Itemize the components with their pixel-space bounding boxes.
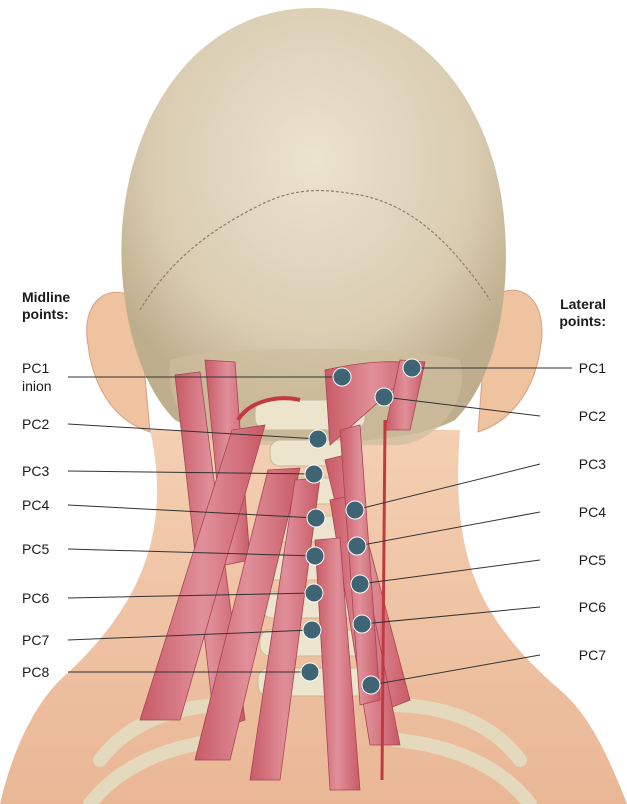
- skull-suture: [139, 189, 491, 311]
- midline-label-pc2: PC2: [22, 416, 50, 432]
- midline-heading: Midline points:: [22, 289, 71, 322]
- lateral-leaders: [354, 367, 572, 686]
- midline-points: [300, 367, 352, 682]
- lateral-label-pc3: PC3: [578, 456, 606, 472]
- midline-point-pc8: [300, 662, 320, 682]
- vertebral-artery-left: [236, 396, 301, 422]
- lateral-point-pc2: [374, 387, 394, 407]
- lateral-label-pc4: PC4: [578, 504, 606, 520]
- midline-point-pc3: [304, 464, 324, 484]
- midline-label-pc1: PC1: [22, 360, 50, 376]
- lateral-point-pc4: [347, 536, 367, 556]
- midline-label-pc3: PC3: [22, 463, 50, 479]
- lateral-label-pc2: PC2: [578, 408, 606, 424]
- midline-label-pc4: PC4: [22, 497, 50, 513]
- midline-label-pc8: PC8: [22, 664, 50, 680]
- midline-label-pc1-sub: inion: [22, 378, 52, 394]
- vertebral-artery: [380, 419, 387, 781]
- midline-label-pc7: PC7: [22, 632, 50, 648]
- skull: [121, 8, 506, 443]
- lateral-point-pc3: [345, 500, 365, 520]
- midline-point-pc5: [305, 546, 325, 566]
- lateral-label-pc1: PC1: [578, 360, 606, 376]
- lateral-heading: Lateral points:: [559, 296, 606, 329]
- lateral-label-pc6: PC6: [578, 599, 606, 615]
- midline-leaders: [67, 376, 342, 673]
- midline-point-pc4: [306, 508, 326, 528]
- lateral-label-pc5: PC5: [578, 552, 606, 568]
- lateral-point-pc7: [361, 675, 381, 695]
- midline-point-pc1: [332, 367, 352, 387]
- lateral-point-pc5: [350, 574, 370, 594]
- lateral-label-pc7: PC7: [578, 647, 606, 663]
- midline-point-pc6: [304, 583, 324, 603]
- lateral-point-pc1: [402, 358, 422, 378]
- lateral-point-pc6: [352, 614, 372, 634]
- midline-label-pc5: PC5: [22, 541, 50, 557]
- midline-point-pc2: [308, 429, 328, 449]
- midline-label-pc6: PC6: [22, 590, 50, 606]
- midline-point-pc7: [302, 620, 322, 640]
- lateral-points: [345, 358, 422, 695]
